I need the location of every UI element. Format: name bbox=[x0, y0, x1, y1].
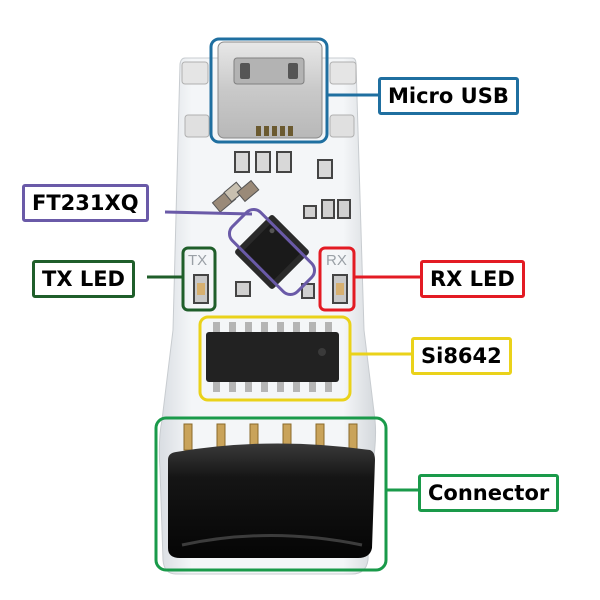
rx-led-label: RX LED bbox=[420, 260, 525, 298]
usb-tab bbox=[329, 114, 355, 138]
tx-led-label: TX LED bbox=[32, 260, 135, 298]
passive-components bbox=[211, 151, 351, 299]
ft231xq-leader bbox=[164, 210, 253, 216]
rx-silkscreen: RX bbox=[326, 252, 347, 269]
rx-led bbox=[332, 274, 348, 304]
si8642-highlight bbox=[198, 315, 352, 402]
tx-led bbox=[193, 274, 209, 304]
rx-led-highlight bbox=[318, 246, 356, 312]
usb-tab bbox=[329, 61, 357, 85]
ft231xq-highlight bbox=[227, 207, 317, 297]
connector-highlight bbox=[154, 416, 388, 572]
connector-pins bbox=[183, 423, 358, 451]
tx-led-highlight bbox=[181, 246, 217, 312]
si8642-label: Si8642 bbox=[411, 337, 512, 375]
micro-usb-label: Micro USB bbox=[378, 77, 519, 115]
tx-silkscreen: TX bbox=[188, 252, 207, 269]
micro-usb-receptacle bbox=[217, 41, 323, 139]
usb-pins bbox=[256, 126, 293, 136]
micro-usb-highlight bbox=[209, 37, 329, 144]
usb-tab bbox=[181, 61, 209, 85]
ft231xq-label: FT231XQ bbox=[22, 184, 149, 222]
usb-tab bbox=[184, 114, 210, 138]
si8642-chip bbox=[206, 322, 339, 392]
connector-housing bbox=[168, 443, 375, 558]
connector-label: Connector bbox=[418, 474, 560, 512]
